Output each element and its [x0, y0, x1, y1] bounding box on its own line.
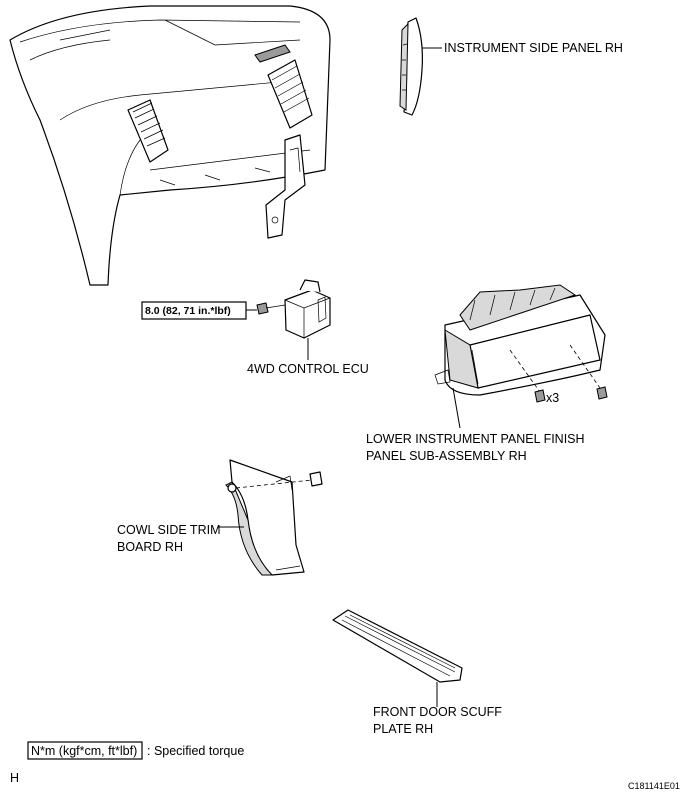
- torque-value: 8.0 (82, 71 in.*lbf): [145, 305, 231, 317]
- torque-legend: N*m (kgf*cm, ft*lbf) : Specified torque: [27, 741, 244, 760]
- footer-code: H: [10, 771, 19, 785]
- torque-spec: 8.0 (82, 71 in.*lbf): [141, 301, 257, 320]
- legend-unit-box: N*m (kgf*cm, ft*lbf): [31, 744, 137, 758]
- dashboard-illustration: [9, 5, 331, 286]
- label-4wd-control-ecu: 4WD CONTROL ECU: [247, 362, 369, 376]
- legend-description: : Specified torque: [147, 744, 244, 758]
- label-instrument-side-panel: INSTRUMENT SIDE PANEL RH: [444, 41, 623, 55]
- label-lower-panel-line2: PANEL SUB-ASSEMBLY RH: [366, 449, 527, 463]
- ecu-illustration: [256, 279, 331, 360]
- scuff-plate-illustration: [332, 609, 463, 707]
- label-scuff-line1: FRONT DOOR SCUFF: [373, 705, 502, 719]
- label-lower-panel-line1: LOWER INSTRUMENT PANEL FINISH: [366, 432, 585, 446]
- glove-box-illustration: [434, 284, 608, 429]
- label-quantity-x3: x3: [546, 391, 559, 405]
- cowl-trim-illustration: [218, 459, 323, 576]
- figure-id: C181141E01: [628, 781, 680, 791]
- label-cowl-line1: COWL SIDE TRIM: [117, 523, 220, 537]
- instrument-side-panel: [399, 17, 442, 116]
- label-scuff-line2: PLATE RH: [373, 722, 433, 736]
- label-cowl-line2: BOARD RH: [117, 540, 183, 554]
